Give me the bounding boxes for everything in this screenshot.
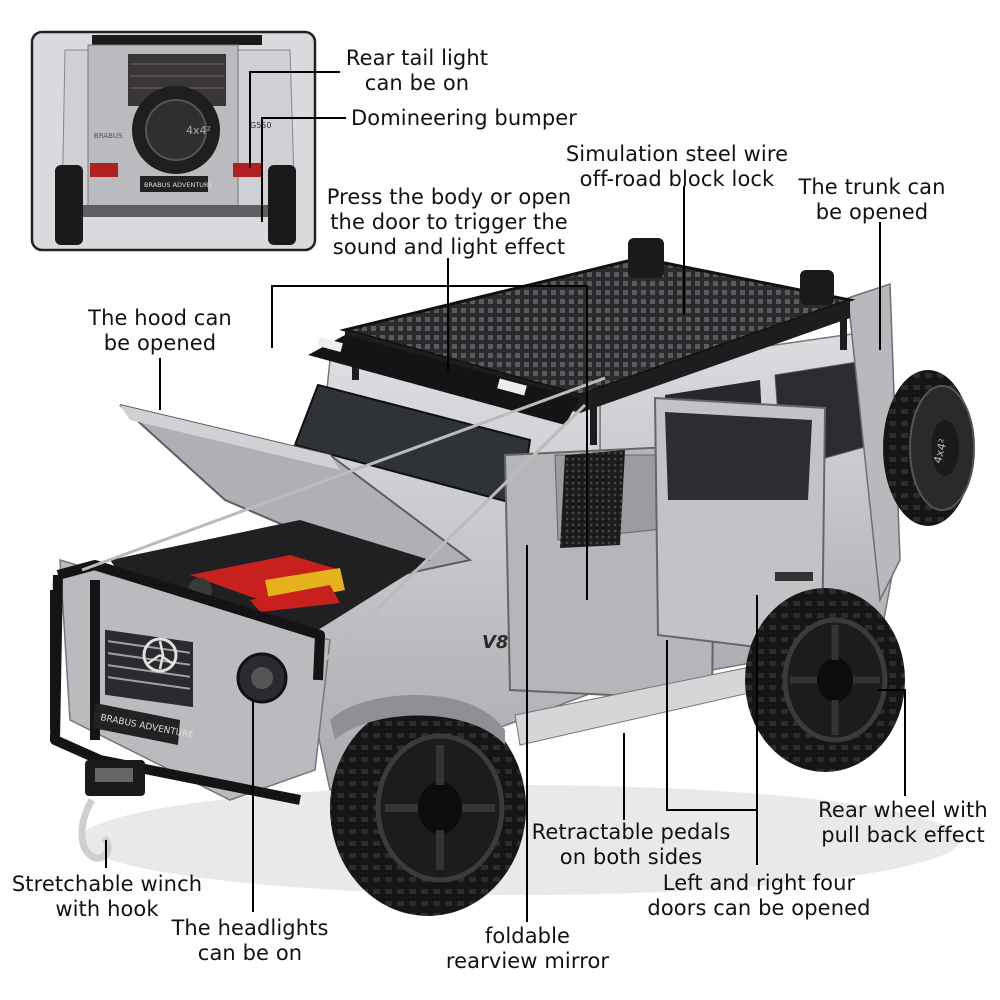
inset-tail-light-left [90, 163, 118, 177]
label-winch: Stretchable winch with hook [11, 872, 203, 921]
light-bar [308, 335, 580, 425]
label-domineering-bumper: Domineering bumper [350, 106, 578, 130]
mercedes-logo-icon [142, 637, 178, 673]
spare-tire-icon [883, 370, 975, 526]
headlight-icon [236, 652, 288, 704]
rear-wheel-icon [745, 588, 905, 772]
inset-plate-text: BRABUS ADVENTURE [144, 181, 213, 189]
steel-wire [81, 376, 606, 662]
front-wheel-icon [330, 700, 526, 916]
trunk-door [847, 282, 901, 603]
inset-tire-badge: 4x4² [186, 124, 211, 137]
spare-tire-badge: 4x4² [931, 437, 950, 464]
label-headlights: The headlights can be on [171, 916, 329, 965]
leader-domineering-bumper [261, 117, 346, 222]
leader-lines [105, 71, 906, 922]
engine-icon [188, 555, 345, 612]
label-mirror: foldable rearview mirror [445, 924, 610, 973]
label-rear-wheel: Rear wheel with pull back effect [818, 798, 988, 847]
inset-model-badge: G550 [250, 121, 271, 130]
leader-rear-wheel [878, 689, 906, 796]
seat [560, 450, 625, 548]
label-press-body: Press the body or open the door to trigg… [326, 185, 572, 259]
leader-doors-front [666, 640, 757, 811]
inset-plate [140, 176, 208, 192]
leader-rear-tail-light [249, 71, 340, 168]
label-doors: Left and right four doors can be opened [647, 871, 871, 920]
roof-light-icon [628, 238, 834, 305]
v8-badge: V8 [482, 632, 508, 653]
inset-tail-light-right [233, 163, 261, 177]
label-trunk: The trunk can be opened [798, 175, 946, 224]
bull-bar [50, 560, 325, 805]
label-pedals: Retractable pedals on both sides [531, 820, 731, 869]
label-steel-wire-lock: Simulation steel wire off-road block loc… [565, 142, 789, 191]
label-hood: The hood can be opened [88, 306, 232, 355]
inset-rear-view: 4x4² BRABUS ADVENTURE BRABUS G550 [55, 35, 296, 245]
hood [119, 404, 473, 577]
label-rear-tail-light: Rear tail light can be on [345, 46, 489, 95]
winch-icon [78, 760, 145, 862]
inset-bumper [70, 205, 290, 217]
fender-flare [330, 695, 505, 745]
leader-press-body-door [271, 285, 588, 600]
inset-side-badge: BRABUS [94, 132, 123, 140]
grille-plate [93, 703, 180, 745]
